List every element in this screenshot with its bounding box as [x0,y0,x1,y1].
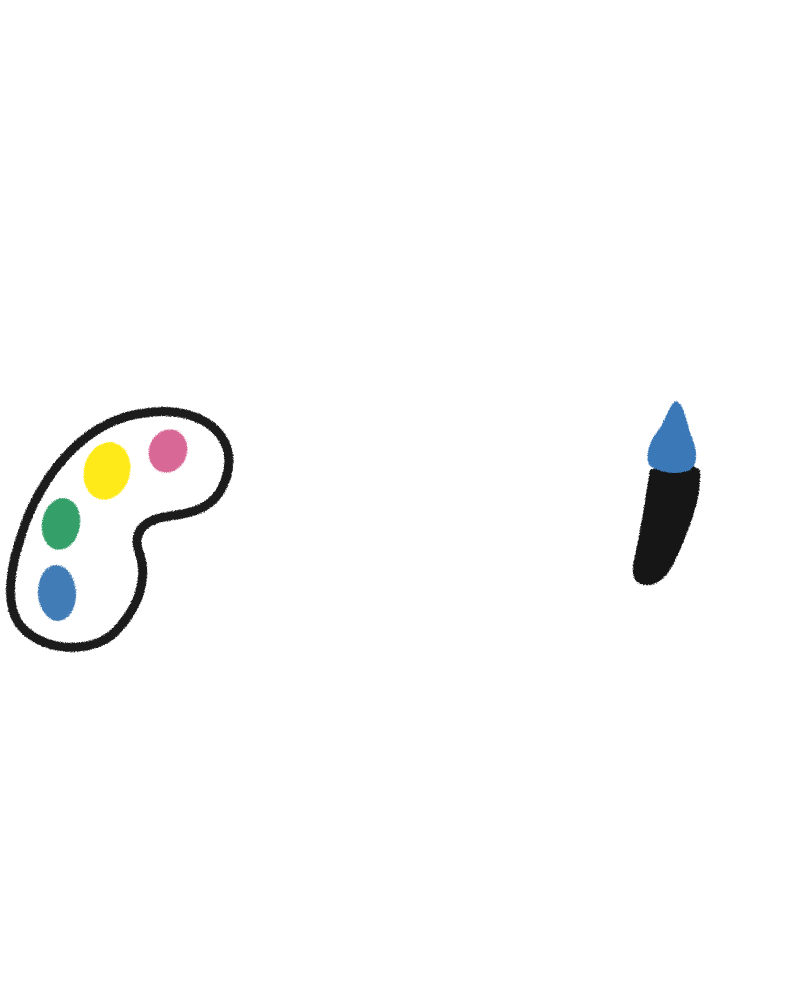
green-paint-blob [41,498,81,550]
blue-paint-blob [37,565,77,621]
brush-tip [647,401,697,473]
pink-paint-blob [148,429,188,473]
paint-palette-icon [6,407,234,652]
palette-paints [37,429,188,621]
paintbrush-icon [632,401,701,586]
brush-handle [632,464,701,586]
palette-outline [6,407,234,652]
yellow-paint-blob [83,442,131,500]
